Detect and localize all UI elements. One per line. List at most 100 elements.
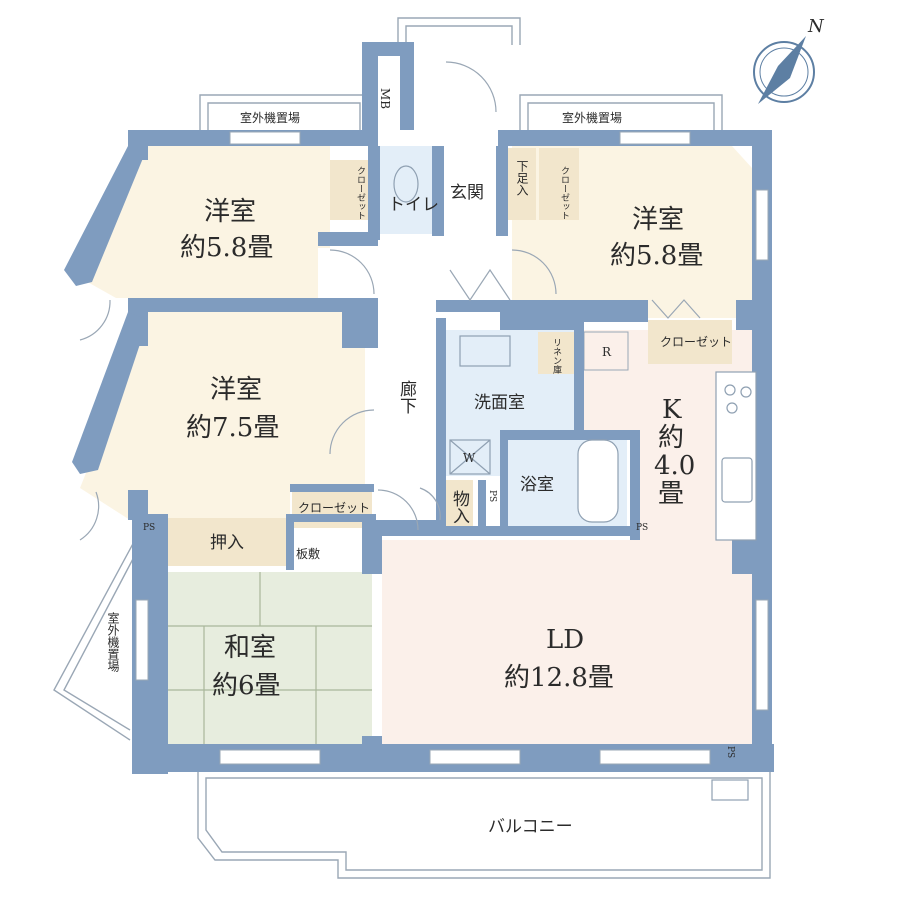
- wall: [128, 298, 378, 312]
- bathtub: [577, 439, 619, 523]
- balcony-label: バルコニー: [488, 817, 573, 837]
- ps-label-balcony: PS: [725, 746, 735, 758]
- wall: [362, 42, 378, 146]
- room-floors: [75, 146, 760, 758]
- wall: [362, 42, 412, 56]
- ld-size: 約12.8畳: [504, 663, 614, 693]
- fridge-label: R: [602, 345, 612, 359]
- closet-w3-label: クローゼット: [298, 501, 370, 515]
- wall: [290, 484, 374, 492]
- toilet-bowl: [393, 165, 419, 203]
- wall: [362, 736, 382, 756]
- toilet-floor: [380, 146, 434, 234]
- wall: [342, 298, 378, 348]
- oshiire-floor: [166, 518, 286, 566]
- closet-w1-floor: [330, 160, 374, 220]
- wall: [436, 300, 514, 312]
- sink: [721, 457, 753, 503]
- closet-w2b-floor: [648, 320, 732, 364]
- wall: [574, 318, 584, 434]
- wall: [528, 744, 580, 770]
- closet-w2-label: クローゼット: [559, 166, 570, 220]
- outdoor-unit-areas: [53, 17, 723, 741]
- linen-floor: [538, 332, 574, 374]
- oshiire-label: 押入: [210, 533, 244, 553]
- wall: [64, 146, 148, 286]
- toilet-label: トイレ: [388, 195, 439, 215]
- kitchen-size-line-1: 約: [658, 423, 684, 453]
- compass-ring: [753, 41, 815, 103]
- shoebox-floor: [508, 148, 536, 220]
- room-labels: 室外機置場 室外機置場 室外機置場 MB 洋室 約5.8畳 洋室 約5.8畳 洋…: [106, 88, 735, 837]
- ldk-floor: [382, 330, 760, 758]
- outdoor-unit-left-label: 室外機置場: [240, 110, 300, 125]
- ps-label-left: PS: [143, 523, 155, 533]
- balcony-outline: [197, 769, 771, 879]
- western-room-3-floor: [80, 312, 365, 520]
- western-room-2-name: 洋室: [632, 205, 684, 235]
- wall: [370, 520, 444, 536]
- wall: [500, 430, 508, 530]
- wall: [436, 318, 446, 532]
- western-room-2-size: 約5.8畳: [610, 241, 703, 271]
- closet-w1-label: クローゼット: [355, 166, 366, 220]
- wall: [500, 430, 640, 440]
- japanese-room-floor: [150, 572, 372, 744]
- japanese-room-name: 和室: [224, 633, 276, 663]
- wall: [732, 540, 772, 574]
- wall: [286, 514, 376, 522]
- wall: [128, 490, 148, 520]
- wall: [444, 526, 640, 536]
- wall: [432, 146, 444, 236]
- mb-label: MB: [378, 88, 392, 109]
- washbasin: [459, 335, 511, 367]
- shoe-box-label: 下足入: [515, 160, 529, 196]
- wall: [362, 520, 382, 574]
- compass-ring-inner: [759, 47, 809, 97]
- storage-label: 物入: [449, 490, 470, 524]
- outdoor-unit-side-label: 室外機置場: [106, 611, 120, 673]
- washer-box: [449, 439, 491, 475]
- wall: [72, 312, 148, 474]
- closet-w2-floor: [539, 148, 579, 220]
- ps-label-center: PS: [487, 490, 497, 502]
- western-room-1-size: 約5.8畳: [180, 233, 273, 263]
- storage-floor: [445, 480, 473, 530]
- western-room-3-name: 洋室: [210, 375, 262, 405]
- wall: [478, 480, 486, 536]
- wall: [318, 232, 378, 246]
- compass-needle-icon: [758, 36, 806, 104]
- kitchen-size-line-2: 4.0: [654, 451, 695, 481]
- kitchen-name: K: [662, 395, 682, 425]
- wall: [368, 146, 380, 240]
- ld-name: LD: [546, 625, 584, 655]
- kitchen-size-line-3: 畳: [658, 479, 684, 509]
- outdoor-unit-right-label: 室外機置場: [562, 110, 622, 125]
- closet-w2b-label: クローゼット: [660, 335, 732, 349]
- fixtures: [393, 165, 757, 801]
- wall: [736, 300, 772, 330]
- western-room-1-name: 洋室: [204, 197, 256, 227]
- washroom-label: 洗面室: [474, 393, 525, 413]
- windows: [135, 131, 769, 765]
- itajiki-label: 板敷: [296, 546, 320, 561]
- balcony-unit: [711, 779, 749, 801]
- wall: [400, 42, 414, 130]
- wall: [496, 146, 508, 236]
- wall: [630, 430, 640, 540]
- compass-north-label: N: [807, 16, 825, 37]
- tatami-lines: [150, 572, 372, 744]
- western-room-3-size: 約7.5畳: [186, 413, 279, 443]
- compass: N: [753, 16, 825, 104]
- ps-label-kitchen: PS: [636, 523, 648, 533]
- washer-label: W: [463, 451, 476, 465]
- western-room-1-floor: [75, 146, 330, 298]
- door-swings: [79, 61, 701, 541]
- corridor-label: 廊下: [396, 380, 417, 414]
- bathroom-label: 浴室: [520, 475, 554, 495]
- wall: [500, 300, 648, 322]
- stove-burner: [726, 402, 738, 414]
- wall: [286, 514, 294, 570]
- kitchen-counter: [715, 371, 757, 541]
- linen-label: リネン庫: [551, 338, 562, 375]
